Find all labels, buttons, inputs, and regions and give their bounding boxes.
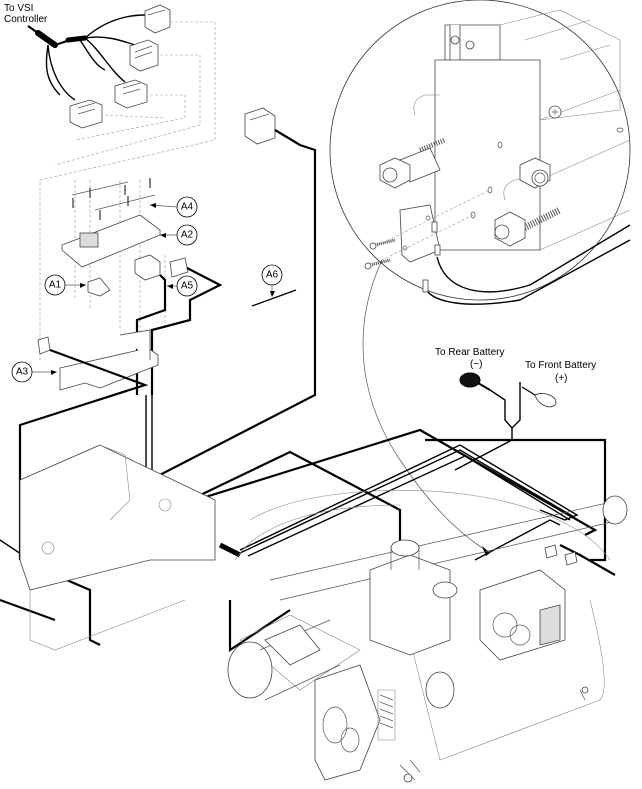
detail-wire-1 [436, 224, 631, 293]
part-a1 [87, 277, 111, 297]
detail-wire-2 [427, 239, 631, 305]
cable-sleeve-1 [35, 30, 58, 48]
callout-a6: A6 [261, 264, 283, 297]
cable-sleeve-2 [65, 35, 88, 43]
chassis [19, 444, 628, 783]
front-battery-terminal [534, 393, 557, 408]
a5-wire-right [150, 267, 223, 395]
vsi-label-line1: To VSI [4, 3, 33, 14]
vsi-label-line2: Controller [4, 14, 48, 25]
housing-a3 [37, 329, 159, 391]
switch-screws [364, 189, 491, 270]
circuit-board-a2 [61, 214, 161, 268]
rear-battery-label: To Rear Battery [435, 347, 504, 358]
harness-connectors [69, 4, 276, 145]
front-battery-label: To Front Battery [525, 360, 596, 371]
bolt-nut-lower [494, 206, 562, 247]
svg-text:A6: A6 [266, 270, 279, 281]
rear-battery-polarity: (−) [470, 359, 483, 370]
callout-a3: A3 [11, 361, 57, 383]
microswitch [399, 204, 441, 293]
bolt-nut-upper-left [379, 137, 446, 189]
connector-block-right [169, 257, 189, 278]
screws-a4 [71, 178, 156, 220]
callout-a5: A5 [167, 275, 198, 297]
connector-a5 [134, 254, 161, 281]
assembly-phantom-lines [39, 21, 216, 360]
svg-text:A4: A4 [181, 202, 194, 213]
vsi-harness: To VSI Controller [4, 3, 146, 101]
callout-a4: A4 [149, 196, 198, 218]
rear-battery-terminal [459, 372, 481, 388]
front-battery-polarity: (+) [555, 373, 568, 384]
callout-a2: A2 [160, 224, 198, 246]
bolt-nut-upper-right [519, 157, 551, 189]
detail-inset [329, 0, 631, 556]
callout-a1: A1 [44, 274, 86, 296]
svg-text:A2: A2 [181, 230, 194, 241]
bracket-assembly [413, 9, 631, 251]
svg-text:A1: A1 [49, 280, 62, 291]
svg-text:A3: A3 [16, 367, 29, 378]
battery-leads: To Rear Battery (−) To Front Battery (+) [425, 347, 607, 562]
svg-text:A5: A5 [181, 281, 194, 292]
wire-a6 [251, 289, 297, 307]
